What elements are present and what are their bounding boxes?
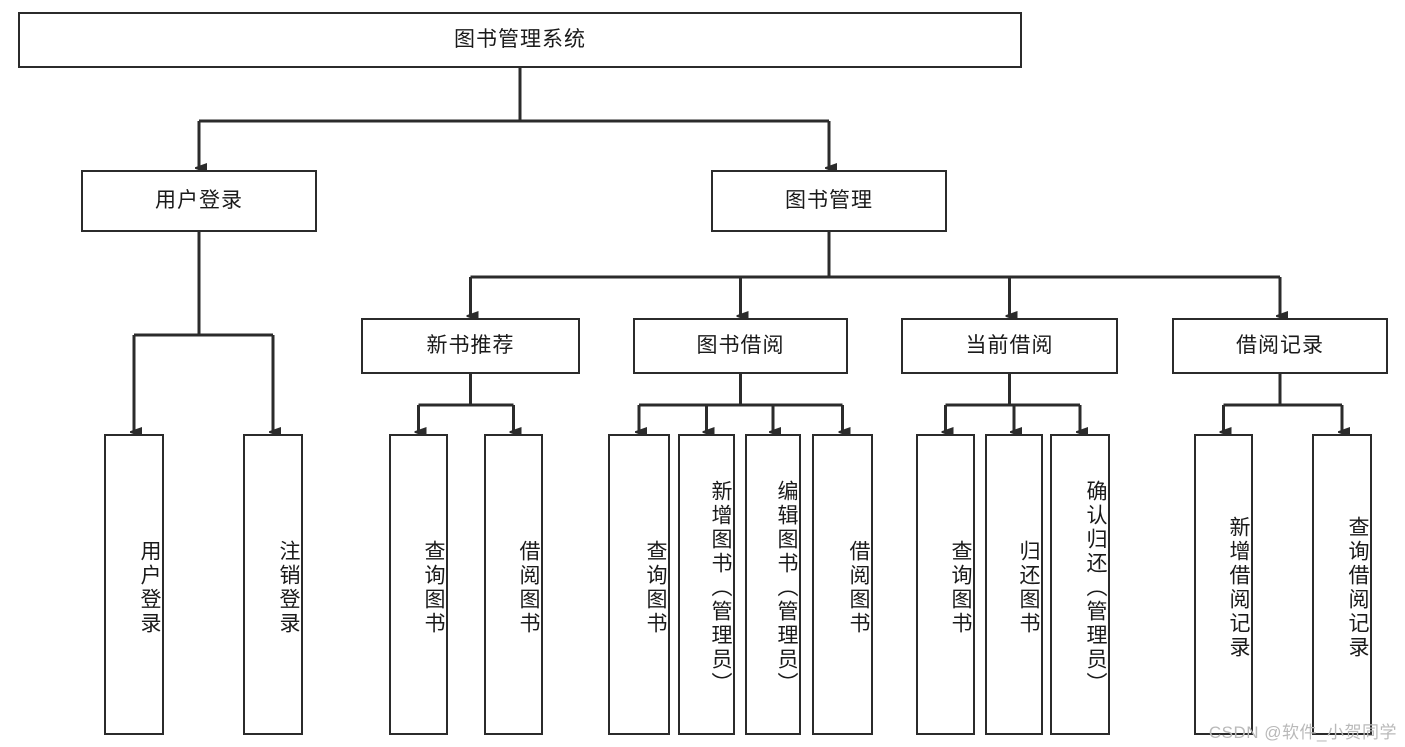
node-leaf-add-book[interactable]: 新增图书（管理员） [678,434,735,735]
node-leaf-confirm-return[interactable]: 确认归还（管理员） [1050,434,1110,735]
node-leaf-query-record[interactable]: 查询借阅记录 [1312,434,1372,735]
node-leaf-logout[interactable]: 注销登录 [243,434,303,735]
node-label: 确认归还（管理员） [1084,479,1107,696]
node-label: 图书借阅 [696,334,785,358]
node-label: 查询图书 [644,539,667,636]
node-label: 新书推荐 [426,334,515,358]
node-leaf-query-book-1[interactable]: 查询图书 [389,434,448,735]
node-root[interactable]: 图书管理系统 [18,12,1022,68]
node-leaf-return-book[interactable]: 归还图书 [985,434,1043,735]
node-book-borrow[interactable]: 图书借阅 [633,318,848,374]
node-label: 借阅记录 [1236,334,1324,358]
node-leaf-query-book-2[interactable]: 查询图书 [608,434,670,735]
node-current-borrow[interactable]: 当前借阅 [901,318,1118,374]
node-leaf-add-record[interactable]: 新增借阅记录 [1194,434,1253,735]
node-leaf-query-book-3[interactable]: 查询图书 [916,434,975,735]
node-leaf-borrow-book-2[interactable]: 借阅图书 [812,434,873,735]
node-label: 新增图书（管理员） [709,479,732,696]
node-leaf-user-login[interactable]: 用户登录 [104,434,164,735]
node-label: 用户登录 [155,189,243,213]
node-new-book-recommend[interactable]: 新书推荐 [361,318,580,374]
node-label: 注销登录 [277,539,300,636]
node-label: 借阅图书 [847,539,870,636]
node-label: 当前借阅 [965,334,1054,358]
node-book-manage[interactable]: 图书管理 [711,170,947,232]
node-label: 归还图书 [1017,539,1040,636]
node-label: 编辑图书（管理员） [775,479,798,696]
node-borrow-record[interactable]: 借阅记录 [1172,318,1388,374]
node-leaf-borrow-book-1[interactable]: 借阅图书 [484,434,543,735]
node-leaf-edit-book[interactable]: 编辑图书（管理员） [745,434,801,735]
node-label: 查询图书 [422,539,445,636]
node-label: 用户登录 [138,539,161,636]
node-label: 借阅图书 [517,539,540,636]
node-label: 查询图书 [949,539,972,636]
node-label: 查询借阅记录 [1346,515,1369,660]
node-user-login[interactable]: 用户登录 [81,170,317,232]
node-label: 新增借阅记录 [1227,515,1250,660]
node-label: 图书管理系统 [454,28,586,52]
node-label: 图书管理 [785,189,873,213]
